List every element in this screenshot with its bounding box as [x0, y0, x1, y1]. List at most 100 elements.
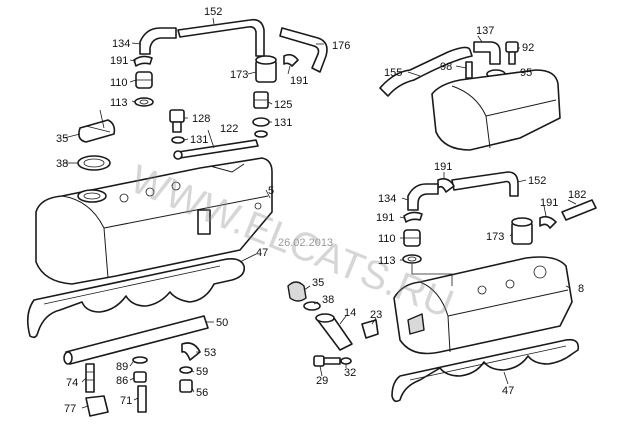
- clip-191-c[interactable]: [437, 178, 455, 193]
- label-74: 74: [66, 377, 78, 389]
- cover-upper-right[interactable]: [431, 69, 561, 151]
- cylinder-head-cover-8[interactable]: [393, 256, 573, 355]
- label-89: 89: [116, 361, 128, 373]
- valve-110-right[interactable]: [403, 229, 421, 247]
- label-182: 182: [568, 189, 586, 201]
- hose-152-left[interactable]: [177, 18, 265, 57]
- label-152: 152: [204, 6, 222, 18]
- label-173-b: 173: [486, 231, 504, 243]
- label-176: 176: [332, 40, 350, 52]
- washer-32[interactable]: [340, 357, 352, 365]
- label-53: 53: [204, 347, 216, 359]
- label-95: 95: [520, 67, 532, 79]
- tube-50[interactable]: [63, 315, 209, 365]
- label-191-d: 191: [376, 212, 394, 224]
- label-128: 128: [192, 113, 210, 125]
- bolt-29[interactable]: [313, 355, 341, 367]
- filler-neck-14[interactable]: [315, 313, 353, 351]
- label-113-b: 113: [378, 255, 396, 267]
- label-191-b: 191: [290, 75, 308, 87]
- label-110: 110: [110, 77, 128, 89]
- label-47: 47: [256, 247, 268, 259]
- label-125: 125: [274, 99, 292, 111]
- label-86: 86: [116, 375, 128, 387]
- fitting-173-right[interactable]: [511, 217, 533, 245]
- clip-191-b[interactable]: [283, 53, 299, 67]
- pipe-122[interactable]: [173, 139, 259, 160]
- label-56: 56: [196, 387, 208, 399]
- label-122: 122: [220, 123, 238, 135]
- cap-35-left[interactable]: [78, 119, 116, 143]
- label-191: 191: [110, 55, 128, 67]
- hose-152-right[interactable]: [451, 171, 519, 197]
- label-50: 50: [216, 317, 228, 329]
- label-98: 98: [440, 61, 452, 73]
- gasket-47-left[interactable]: [26, 258, 246, 339]
- seal-38-centre[interactable]: [303, 301, 321, 311]
- washer-131-left[interactable]: [171, 136, 185, 144]
- date-stamp: 26.02.2013: [278, 237, 333, 249]
- label-5: 5: [268, 185, 274, 197]
- label-131: 131: [190, 134, 208, 146]
- nut-86[interactable]: [133, 371, 147, 383]
- label-71: 71: [120, 395, 132, 407]
- elbow-134-left[interactable]: [139, 27, 177, 55]
- seal-113-left[interactable]: [134, 97, 154, 107]
- label-29: 29: [316, 375, 328, 387]
- hose-176[interactable]: [279, 27, 328, 73]
- callout-labels: 152 176 134 191 110 113 173 191 125 128 …: [56, 6, 586, 415]
- nut-56[interactable]: [179, 379, 193, 393]
- leader-lines: [63, 17, 577, 409]
- label-152-b: 152: [528, 175, 546, 187]
- label-35-b: 35: [312, 277, 324, 289]
- seal-38-left[interactable]: [77, 155, 111, 171]
- label-173: 173: [230, 69, 248, 81]
- elbow-137[interactable]: [473, 41, 501, 65]
- washer-131-right[interactable]: [252, 117, 270, 138]
- cylinder-head-cover-5[interactable]: [35, 157, 273, 285]
- bolt-92[interactable]: [505, 41, 519, 65]
- hose-155[interactable]: [379, 46, 473, 97]
- label-35: 35: [56, 133, 68, 145]
- label-110-b: 110: [378, 233, 396, 245]
- nut-125[interactable]: [253, 91, 269, 109]
- label-131-b: 131: [274, 117, 292, 129]
- clip-191-e[interactable]: [539, 215, 557, 229]
- valve-110-left[interactable]: [135, 71, 153, 89]
- label-92: 92: [522, 42, 534, 54]
- clip-53[interactable]: [181, 342, 201, 361]
- washer-59[interactable]: [179, 366, 193, 374]
- label-191-e: 191: [540, 197, 558, 209]
- label-32: 32: [344, 367, 356, 379]
- clip-191-d[interactable]: [403, 211, 423, 223]
- seal-113-right[interactable]: [402, 254, 422, 264]
- clip-191-left[interactable]: [133, 55, 153, 67]
- label-113: 113: [110, 97, 128, 109]
- bolt-74[interactable]: [85, 363, 95, 393]
- label-23: 23: [370, 309, 382, 321]
- fitting-173-left[interactable]: [255, 55, 277, 83]
- elbow-134-right[interactable]: [407, 183, 439, 211]
- washer-89[interactable]: [132, 356, 148, 364]
- label-38-b: 38: [322, 294, 334, 306]
- label-38: 38: [56, 158, 68, 170]
- bolt-98[interactable]: [465, 61, 473, 79]
- label-8: 8: [578, 283, 584, 295]
- label-77: 77: [64, 403, 76, 415]
- gasket-47-right[interactable]: [391, 338, 580, 403]
- label-134: 134: [112, 38, 130, 50]
- label-155: 155: [384, 67, 402, 79]
- label-137: 137: [476, 25, 494, 37]
- label-134-b: 134: [378, 193, 396, 205]
- bracket-77[interactable]: [85, 395, 109, 417]
- hose-182[interactable]: [561, 199, 597, 221]
- label-191-c: 191: [434, 161, 452, 173]
- bolt-128[interactable]: [169, 109, 185, 133]
- label-59: 59: [196, 366, 208, 378]
- label-47-b: 47: [502, 385, 514, 397]
- cap-35-centre[interactable]: [287, 281, 307, 302]
- label-14: 14: [344, 307, 356, 319]
- stud-71[interactable]: [137, 385, 147, 413]
- bracket-23[interactable]: [361, 319, 379, 339]
